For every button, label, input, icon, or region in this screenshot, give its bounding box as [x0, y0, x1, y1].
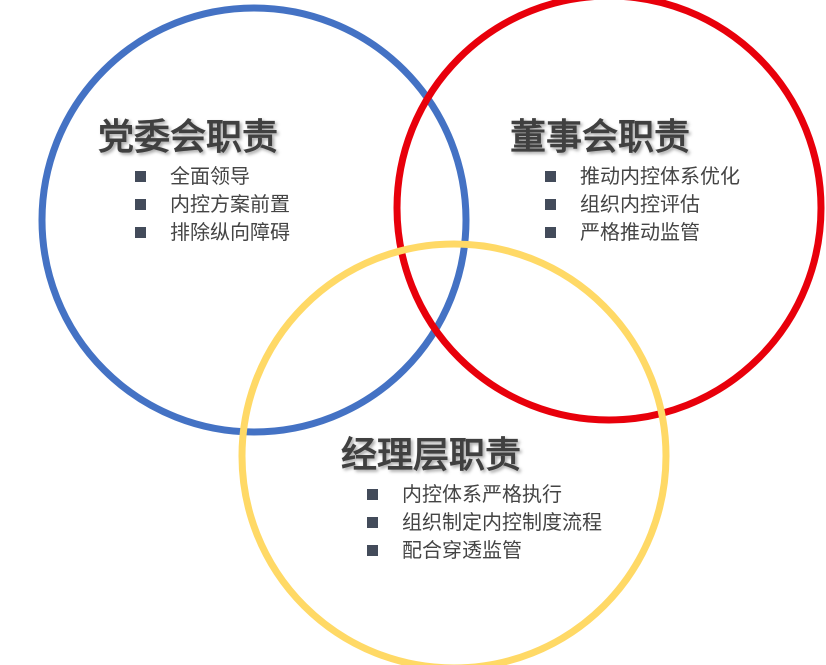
- list-item-label: 排除纵向障碍: [170, 220, 290, 244]
- list-item-label: 配合穿透监管: [402, 538, 522, 562]
- list-item-label: 严格推动监管: [580, 220, 700, 244]
- list-item-label: 组织制定内控制度流程: [402, 510, 602, 534]
- party-list: 全面领导 内控方案前置 排除纵向障碍: [135, 162, 290, 246]
- board-title: 董事会职责: [510, 117, 691, 158]
- list-item: 内控体系严格执行: [367, 480, 602, 508]
- list-item: 全面领导: [135, 162, 290, 190]
- management-circle: [238, 240, 670, 665]
- square-bullet-icon: [545, 198, 556, 210]
- party-group: 党委会职责 全面领导 内控方案前置 排除纵向障碍: [98, 118, 290, 246]
- board-group: 董事会职责 推动内控体系优化 组织内控评估 严格推动监管: [510, 118, 740, 246]
- square-bullet-icon: [367, 488, 378, 500]
- list-item-label: 组织内控评估: [580, 192, 700, 216]
- list-item: 排除纵向障碍: [135, 218, 290, 246]
- square-bullet-icon: [135, 198, 146, 210]
- square-bullet-icon: [135, 226, 146, 238]
- party-circle: [38, 4, 470, 436]
- list-item: 组织内控评估: [545, 190, 740, 218]
- list-item: 推动内控体系优化: [545, 162, 740, 190]
- square-bullet-icon: [367, 544, 378, 556]
- square-bullet-icon: [545, 226, 556, 238]
- list-item-label: 全面领导: [170, 164, 250, 188]
- management-title: 经理层职责: [341, 435, 522, 476]
- party-title: 党委会职责: [98, 117, 279, 158]
- square-bullet-icon: [367, 516, 378, 528]
- list-item-label: 内控方案前置: [170, 192, 290, 216]
- management-list: 内控体系严格执行 组织制定内控制度流程 配合穿透监管: [367, 480, 602, 564]
- board-circle: [393, 0, 825, 424]
- list-item: 内控方案前置: [135, 190, 290, 218]
- board-list: 推动内控体系优化 组织内控评估 严格推动监管: [545, 162, 740, 246]
- management-group: 经理层职责 内控体系严格执行 组织制定内控制度流程 配合穿透监管: [341, 436, 602, 564]
- square-bullet-icon: [135, 170, 146, 182]
- list-item: 配合穿透监管: [367, 536, 602, 564]
- list-item: 严格推动监管: [545, 218, 740, 246]
- list-item: 组织制定内控制度流程: [367, 508, 602, 536]
- list-item-label: 内控体系严格执行: [402, 482, 562, 506]
- list-item-label: 推动内控体系优化: [580, 164, 740, 188]
- square-bullet-icon: [545, 170, 556, 182]
